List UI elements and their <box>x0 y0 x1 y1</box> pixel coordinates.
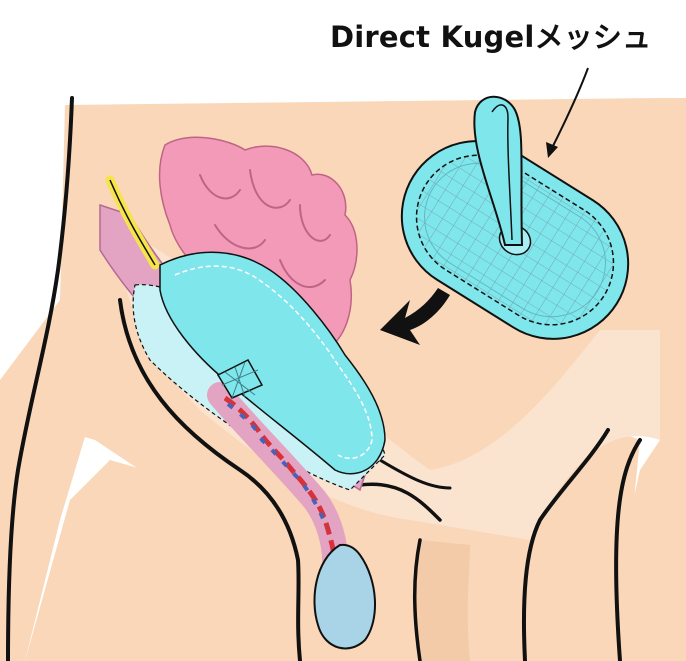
mesh-label: Direct Kugelメッシュ <box>330 14 682 56</box>
scrotum-shade <box>416 540 470 661</box>
